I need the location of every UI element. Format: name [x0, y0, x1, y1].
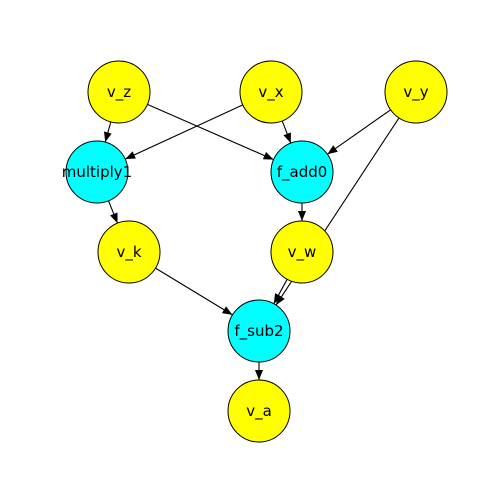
- node-v_z: v_z: [87, 60, 151, 124]
- edge-v_x-to-f_add0: [281, 120, 292, 144]
- node-circle-v_z: [87, 60, 151, 124]
- edge-v_z-to-f_add0: [147, 103, 274, 161]
- node-v_k: v_k: [97, 220, 161, 284]
- node-circle-v_w: [270, 220, 334, 284]
- node-circle-f_sub2: [227, 299, 291, 363]
- node-f_add0: f_add0: [270, 140, 334, 204]
- edge-v_w-to-f_sub2: [273, 278, 288, 305]
- node-circle-multiply1: [65, 140, 129, 204]
- node-circle-v_k: [97, 220, 161, 284]
- node-label-v_a: v_a: [246, 402, 272, 421]
- node-circle-v_x: [239, 60, 303, 124]
- edge-v_k-to-f_sub2: [155, 267, 233, 316]
- edge-v_y-to-f_add0: [327, 109, 391, 155]
- node-label-multiply1: multiply1: [62, 163, 132, 181]
- node-circle-f_add0: [270, 140, 334, 204]
- node-label-v_k: v_k: [116, 243, 141, 262]
- edge-multiply1-to-v_k: [107, 200, 119, 224]
- node-label-v_x: v_x: [258, 83, 283, 102]
- node-label-v_z: v_z: [107, 83, 131, 102]
- node-label-v_w: v_w: [288, 243, 317, 262]
- node-label-v_y: v_y: [403, 83, 428, 102]
- node-multiply1: multiply1: [62, 140, 132, 204]
- node-circle-v_y: [384, 60, 448, 124]
- node-v_y: v_y: [384, 60, 448, 124]
- nodes-layer: v_z v_x v_y multiply1 f_add0 v_k v_w f_sub2 v_a: [62, 60, 448, 443]
- edge-v_z-to-multiply1: [104, 121, 112, 143]
- edge-v_x-to-multiply1: [124, 104, 244, 160]
- node-circle-v_a: [227, 379, 291, 443]
- node-v_a: v_a: [227, 379, 291, 443]
- node-f_sub2: f_sub2: [227, 299, 291, 363]
- node-v_w: v_w: [270, 220, 334, 284]
- node-label-f_add0: f_add0: [277, 163, 328, 182]
- node-label-f_sub2: f_sub2: [234, 322, 283, 341]
- node-v_x: v_x: [239, 60, 303, 124]
